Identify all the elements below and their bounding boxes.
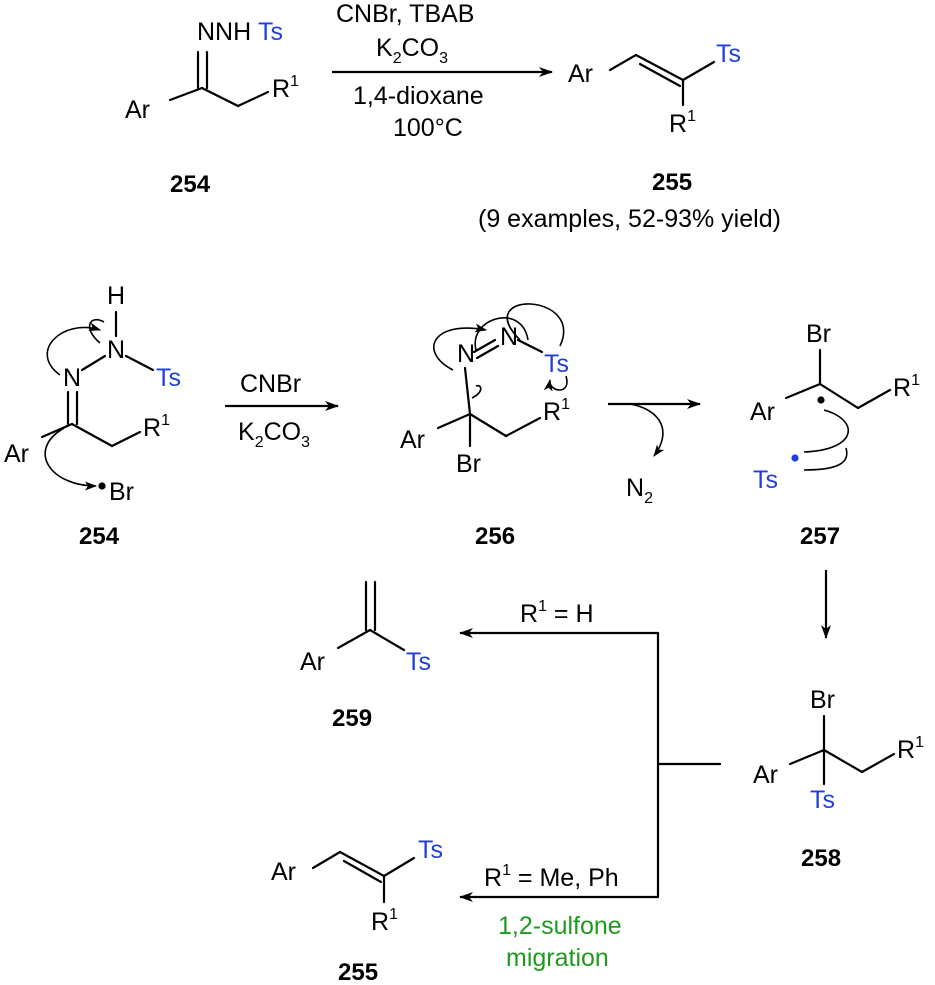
atom-ts: Ts — [156, 364, 181, 392]
atom-ar: Ar — [4, 440, 29, 468]
condition-r1-me-ph: R1 = Me, Ph — [484, 862, 619, 892]
atom-ts: Ts — [406, 648, 431, 676]
compound-number-257: 257 — [800, 523, 840, 550]
reaction-arrow-2: CNBr K2CO3 — [225, 370, 339, 451]
structure-254-top: NNH Ts Ar R1 254 — [125, 18, 299, 198]
yield-note: (9 examples, 52-93% yield) — [478, 205, 781, 233]
atom-ar: Ar — [125, 96, 150, 124]
atom-n2: N — [500, 323, 518, 351]
condition-cnbr: CNBr — [240, 370, 301, 398]
atom-n-lower: N — [63, 364, 81, 392]
structure-257: Br Ar R1 Ts 257 — [750, 320, 920, 550]
atom-br-radical: Br — [109, 478, 134, 506]
atom-br: Br — [456, 450, 481, 478]
compound-number-255: 255 — [338, 959, 378, 985]
compound-number-258: 258 — [801, 845, 841, 872]
atom-ar: Ar — [271, 858, 296, 886]
atom-ts: Ts — [418, 836, 443, 864]
condition-k2co3: K2CO3 — [238, 418, 310, 451]
atom-r1: R1 — [893, 372, 920, 402]
structure-254-mechanism: H N Ts N Ar R1 Br 254 — [4, 282, 181, 550]
note-sulfone-migration-2: migration — [506, 944, 609, 972]
condition-cnbr-tbab: CNBr, TBAB — [336, 0, 474, 28]
atom-h: H — [107, 282, 125, 310]
structure-255-top: Ar Ts R1 255 (9 examples, 52-93% yield) — [478, 40, 781, 233]
atom-br: Br — [810, 686, 835, 714]
atom-n1: N — [457, 340, 475, 368]
structure-259: Ar Ts 259 — [300, 580, 431, 732]
atom-ts: Ts — [258, 18, 283, 46]
compound-number-254: 254 — [170, 171, 211, 198]
structure-258: Br Ar Ts R1 258 — [753, 686, 924, 872]
atom-ts-radical: Ts — [753, 466, 778, 494]
atom-r1: R1 — [143, 412, 170, 442]
atom-ar: Ar — [400, 426, 425, 454]
condition-k2co3: K2CO3 — [376, 34, 448, 67]
branch-arrows: R1 = H R1 = Me, Ph 1,2-sulfone migration — [459, 598, 722, 972]
atom-r1: R1 — [272, 73, 299, 103]
atom-ts: Ts — [716, 40, 741, 68]
compound-number-259: 259 — [332, 705, 372, 732]
atom-ar: Ar — [568, 60, 593, 88]
compound-number-255: 255 — [652, 169, 692, 196]
atom-r1: R1 — [897, 734, 924, 764]
atom-br: Br — [806, 320, 831, 348]
reaction-arrow-1: CNBr, TBAB K2CO3 1,4-dioxane 100°C — [332, 0, 553, 142]
atom-ts: Ts — [810, 786, 835, 814]
byproduct-n2: N2 — [626, 474, 653, 507]
atom-r1: R1 — [669, 108, 696, 138]
atom-r1: R1 — [371, 906, 398, 936]
structure-255-bottom: Ar Ts R1 255 — [271, 836, 443, 985]
atom-n-upper: N — [107, 336, 125, 364]
note-sulfone-migration-1: 1,2-sulfone — [498, 912, 622, 940]
atom-ts: Ts — [544, 350, 569, 378]
atom-ar: Ar — [300, 648, 325, 676]
reaction-arrow-3: N2 — [608, 399, 701, 507]
condition-temperature: 100°C — [393, 114, 463, 142]
atom-ar: Ar — [753, 761, 778, 789]
condition-r1-h: R1 = H — [520, 598, 594, 628]
atom-ar: Ar — [750, 398, 775, 426]
condition-solvent: 1,4-dioxane — [353, 82, 484, 110]
compound-number-256: 256 — [475, 523, 515, 550]
atom-nnh: NNH — [197, 18, 251, 46]
atom-r1: R1 — [543, 396, 570, 426]
structure-256: N N Ts Ar Br R1 256 — [400, 303, 570, 550]
compound-number-254: 254 — [79, 523, 120, 550]
